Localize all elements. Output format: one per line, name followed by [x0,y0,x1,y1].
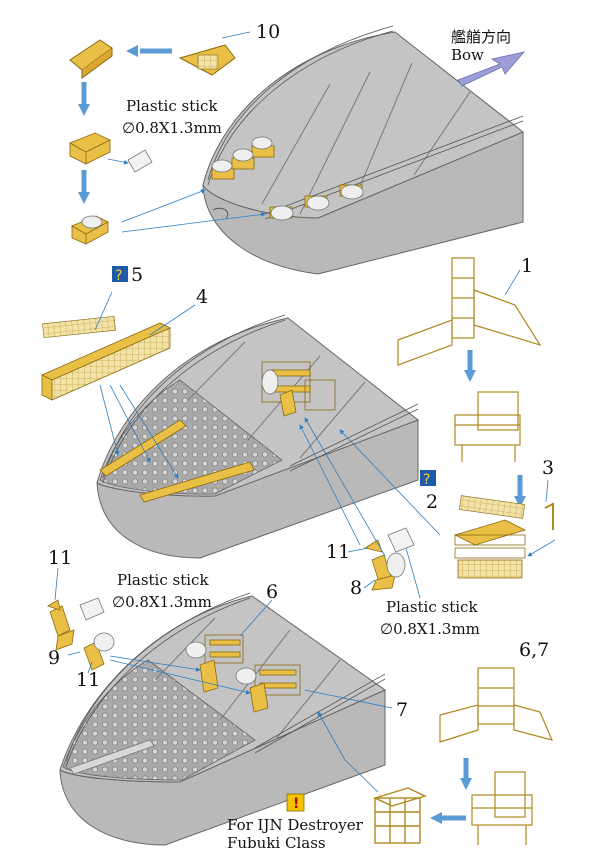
part-1-complete [453,519,527,579]
plastic-stick-label: Plastic stick [386,598,478,616]
arrow-left-icon [126,45,138,57]
part-number: 6,7 [519,639,549,661]
help-icon: ? [112,266,128,284]
part-number: 6 [266,581,278,603]
part-number: 8 [350,577,362,599]
middle-railing [102,314,419,484]
bow-label-en: Bow [451,46,484,64]
part-number: 5 [131,264,143,286]
part-number: 9 [48,647,60,669]
part-number: 4 [196,286,208,308]
part-9-assembly [47,597,115,671]
arrow-down-icon [464,370,476,382]
plastic-stick-label: Plastic stick [126,97,218,115]
part-6-7-folded [471,771,533,845]
part-2-etched-sheet [458,495,526,519]
parts-6-7-installed [199,634,301,713]
plastic-stick-size: ∅0.8X1.3mm [122,119,222,137]
part-6-7-complete [373,787,427,844]
part-4-frame [41,322,171,401]
plastic-stick-size: ∅0.8X1.3mm [112,593,212,611]
part-10-folded [69,132,111,165]
mesh-deck-plate [62,659,256,781]
part-number: 11 [76,669,100,691]
part-number: 1 [521,255,533,277]
part-number: 11 [48,547,72,569]
plastic-stick-top [127,149,153,173]
top-deck-assembly: 10 Plastic stick ∅0.8X1.3mm [69,21,524,275]
part-1-flat [397,257,542,366]
part-1-folded [454,391,521,462]
bow-label-cn: 艦艏方向 [451,28,511,46]
part-8-assembly [363,527,415,591]
part-number: 7 [396,699,408,721]
warning-icon: ! [286,793,305,812]
part-number: 10 [256,21,280,43]
svg-text:?: ? [115,268,122,284]
svg-text:!: ! [293,796,299,812]
part-10-flat [69,39,236,79]
top-deck [202,31,524,219]
bow-arrow-icon [457,51,526,87]
plastic-stick-size: ∅0.8X1.3mm [380,620,480,638]
part-6-7-flat [439,667,554,743]
part-5-etched-sheet [42,315,116,339]
bow-indicator: 艦艏方向 Bow [451,28,526,87]
plastic-stick-label: Plastic stick [117,571,209,589]
part-number: 3 [542,457,554,479]
svg-text:?: ? [423,472,430,488]
bottom-deck-assembly: 11 9 11 Plastic stick ∅0.8X1.3mm 6 7 6,7 [47,547,554,852]
part-10-with-stick [71,215,109,245]
arrow-down-icon [78,192,90,204]
part-number: 2 [426,491,438,513]
arrow-down-icon [78,104,90,116]
note-line-1: For IJN Destroyer [227,816,364,834]
part-number: 11 [326,541,350,563]
note-line-2: Fubuki Class [227,834,326,852]
arrow-left-icon [430,812,442,824]
middle-deck-assembly: ? 5 4 1 [41,255,556,638]
part-3-strip [544,502,554,530]
arrow-down-icon [514,496,526,508]
help-icon: ? [420,470,436,488]
arrow-down-icon [460,778,472,790]
